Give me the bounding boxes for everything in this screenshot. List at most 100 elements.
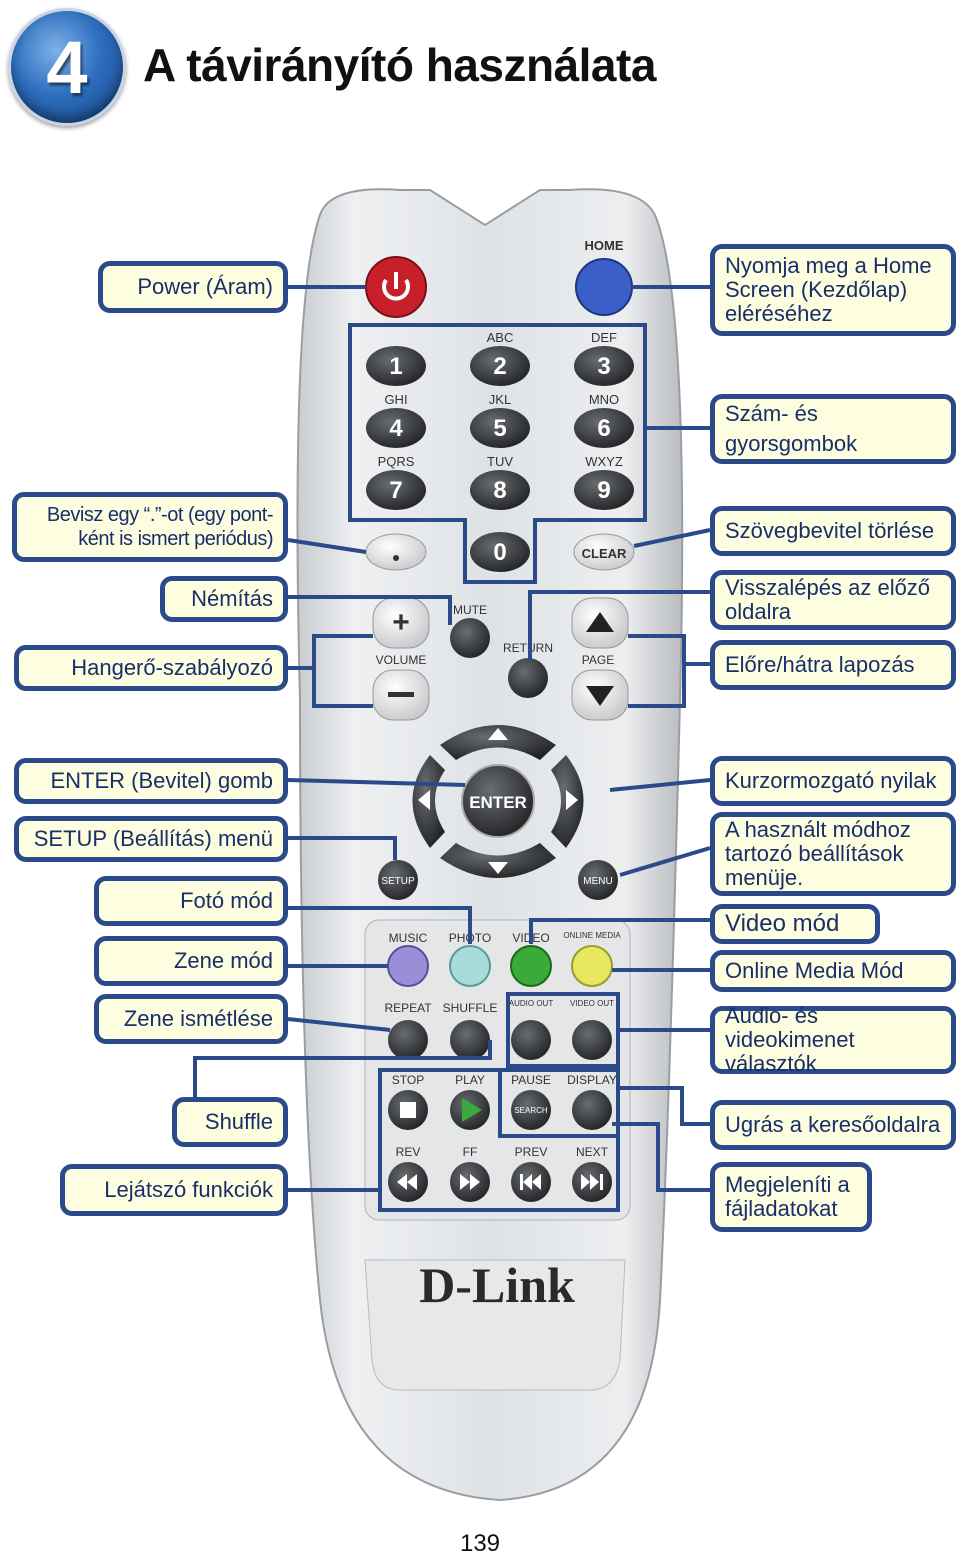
home-callout: Nyomja meg a Home Screen (Kezdőlap) elér… — [710, 244, 956, 336]
setup-button[interactable] — [378, 860, 418, 900]
period-button[interactable] — [365, 533, 427, 571]
return-callout: Visszalépés az előző oldalra — [710, 570, 956, 630]
numbers-callout-text: Szám- és gyorsgombok — [725, 401, 858, 456]
digit-6-button[interactable] — [574, 408, 634, 448]
online-callout-text: Online Media Mód — [725, 958, 904, 983]
digit-3-button[interactable] — [574, 346, 634, 386]
playback-callout-text: Lejátszó funkciók — [104, 1177, 273, 1202]
mute-button[interactable] — [450, 618, 490, 658]
digit-1-label: 1 — [389, 353, 402, 380]
volume-callout: Hangerő-szabályozó — [14, 645, 288, 691]
mno-label: MNO — [589, 392, 619, 407]
cursor-down-button[interactable] — [440, 843, 556, 878]
digit-1-button[interactable] — [366, 346, 426, 386]
pqrs-label: PQRS — [378, 454, 415, 469]
prev-label: PREV — [515, 1145, 548, 1159]
power-icon — [382, 278, 410, 301]
digit-7-button[interactable] — [366, 470, 426, 510]
digit-5-label: 5 — [493, 415, 506, 442]
search-frame — [498, 1068, 620, 1138]
menu-callout-text: A használt módhoz tartozó beállítások me… — [725, 817, 911, 890]
cursor-callout: Kurzormozgató nyilak — [710, 756, 956, 806]
video-callout-text: Video mód — [725, 910, 840, 937]
stop-icon — [400, 1102, 416, 1118]
cursor-up-button[interactable] — [440, 725, 556, 760]
jkl-label: JKL — [489, 392, 511, 407]
repeat-label: REPEAT — [384, 1001, 432, 1015]
repeat-callout: Zene ismétlése — [94, 994, 288, 1044]
clear-label: CLEAR — [582, 546, 627, 561]
enter-callout: ENTER (Bevitel) gomb — [14, 758, 288, 804]
search-callout: Ugrás a keresőoldalra — [710, 1100, 956, 1150]
music-button[interactable] — [387, 945, 429, 987]
page-number: 139 — [459, 1530, 501, 1557]
page-label: PAGE — [582, 653, 614, 667]
numpad-frame — [348, 323, 647, 584]
menu-callout: A használt módhoz tartozó beállítások me… — [710, 812, 956, 896]
pause-label: PAUSE — [511, 1073, 551, 1087]
shuffle-button[interactable] — [450, 1020, 490, 1060]
wxyz-label: WXYZ — [585, 454, 623, 469]
display-label: DISPLAY — [567, 1073, 617, 1087]
skip-back-icon — [520, 1174, 541, 1190]
digit-9-label: 9 — [597, 477, 610, 504]
digit-5-button[interactable] — [470, 408, 530, 448]
digit-2-button[interactable] — [470, 346, 530, 386]
period-callout: Bevisz egy “.”-ot (egy pont-ként is isme… — [12, 492, 288, 562]
digit-9-button[interactable] — [574, 470, 634, 510]
digit-4-button[interactable] — [366, 408, 426, 448]
digit-8-label: 8 — [493, 477, 506, 504]
rev-label: REV — [396, 1145, 421, 1159]
digit-6-label: 6 — [597, 415, 610, 442]
clear-callout: Szövegbevitel törlése — [710, 506, 956, 556]
online-media-label: ONLINE MEDIA — [563, 931, 621, 940]
shuffle-callout-text: Shuffle — [204, 1109, 273, 1134]
power-callout-text: Power (Áram) — [137, 274, 273, 299]
online-media-button[interactable] — [571, 945, 613, 987]
cursor-callout-text: Kurzormozgató nyilak — [725, 768, 937, 793]
search-label: SEARCH — [514, 1106, 548, 1115]
pause-search-button[interactable] — [511, 1090, 551, 1130]
next-label: NEXT — [576, 1145, 609, 1159]
music-label: MUSIC — [389, 931, 428, 945]
setup-callout: SETUP (Beállítás) menü — [14, 816, 288, 862]
def-label: DEF — [591, 330, 617, 345]
return-button[interactable] — [508, 658, 548, 698]
video-out-button[interactable] — [572, 1020, 612, 1060]
ff-label: FF — [463, 1145, 478, 1159]
clear-callout-text: Szövegbevitel törlése — [725, 518, 935, 543]
abc-label: ABC — [487, 330, 514, 345]
display-callout-text: Megjeleníti a fájladatokat — [725, 1172, 850, 1221]
play-label: PLAY — [455, 1073, 485, 1087]
audio-out-button[interactable] — [511, 1020, 551, 1060]
display-callout: Megjeleníti a fájladatokat — [710, 1162, 872, 1232]
digit-4-label: 4 — [389, 415, 403, 442]
menu-button[interactable] — [578, 860, 618, 900]
brand-logo: D-Link — [419, 1257, 575, 1313]
period-callout-text: Bevisz egy “.”-ot (egy pont-ként is isme… — [46, 504, 274, 550]
clear-button[interactable] — [573, 533, 635, 571]
shuffle-label: SHUFFLE — [443, 1001, 498, 1015]
mute-callout-text: Némítás — [191, 586, 273, 611]
menu-label: MENU — [583, 876, 612, 887]
tuv-label: TUV — [487, 454, 513, 469]
repeat-button[interactable] — [388, 1020, 428, 1060]
power-callout: Power (Áram) — [98, 261, 288, 313]
skip-forward-icon — [581, 1174, 603, 1190]
digit-0-button[interactable] — [470, 532, 530, 572]
home-button[interactable] — [575, 258, 633, 316]
digit-8-button[interactable] — [470, 470, 530, 510]
av-callout-text: Audio- és videokimenet választók — [725, 1003, 855, 1076]
repeat-callout-text: Zene ismétlése — [123, 1006, 273, 1031]
step-badge: 4 — [8, 8, 126, 126]
cursor-down-icon — [488, 862, 508, 874]
online-callout: Online Media Mód — [710, 950, 956, 992]
photo-button[interactable] — [449, 945, 491, 987]
stop-label: STOP — [392, 1073, 424, 1087]
video-button[interactable] — [510, 945, 552, 987]
page-down-icon — [586, 686, 614, 706]
enter-button[interactable] — [461, 764, 535, 838]
display-button[interactable] — [572, 1090, 612, 1130]
volume-label: VOLUME — [376, 653, 427, 667]
period-dot-icon — [393, 555, 399, 561]
